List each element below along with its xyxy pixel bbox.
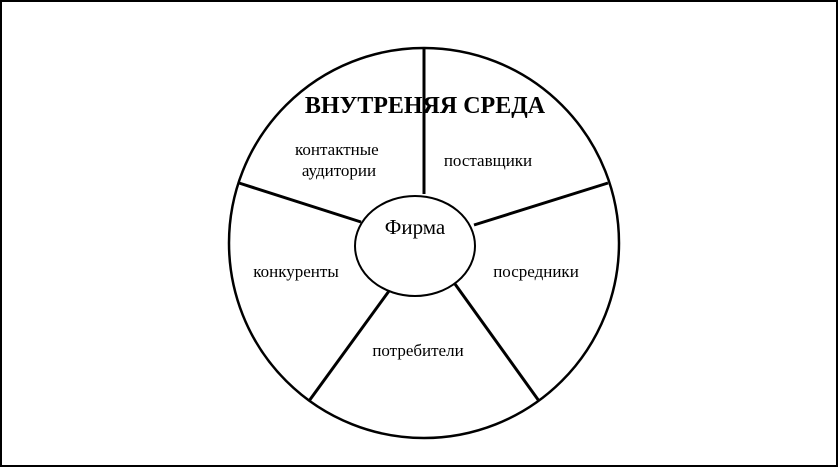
- segment-label-intermediaries: посредники: [493, 262, 579, 281]
- center-label: Фирма: [385, 215, 446, 239]
- segment-label-consumers: потребители: [372, 341, 463, 360]
- center-ellipse: [354, 195, 476, 297]
- segment-label-suppliers: поставщики: [444, 151, 532, 170]
- spoke-upper-left: [238, 181, 362, 224]
- segment-label-competitors: конкуренты: [253, 262, 339, 281]
- diagram-title: ВНУТРЕНЯЯ СРЕДА: [305, 93, 546, 119]
- spoke-upper-right: [473, 181, 609, 227]
- segment-label-line: аудитории: [302, 161, 376, 180]
- segment-label-contact-audiences: контактные аудитории: [295, 140, 383, 180]
- spoke-lower-right: [453, 283, 541, 402]
- spoke-lower-left: [307, 290, 391, 402]
- segment-label-line: контактные: [295, 140, 379, 159]
